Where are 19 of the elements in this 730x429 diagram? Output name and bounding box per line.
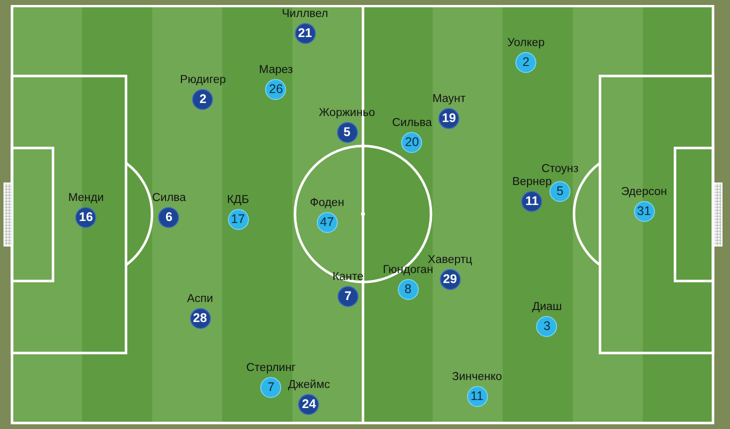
player-name: Рюдигер <box>180 74 226 87</box>
player-name: Сильва <box>392 117 432 130</box>
player-name: КДБ <box>226 194 250 207</box>
player-name: Хавертц <box>428 254 472 266</box>
player-name: Стоунз <box>541 163 579 176</box>
player-name: Стерлинг <box>246 362 296 375</box>
player-name: Фоден <box>310 197 344 210</box>
player-name: Джеймс <box>288 379 330 392</box>
player-name: Чиллвел <box>282 8 328 21</box>
player-name: Маунт <box>432 93 466 106</box>
player-name: Силва <box>152 192 186 205</box>
player-name: Уолкер <box>507 37 545 50</box>
player-name: Диаш <box>532 301 562 314</box>
player-name: Аспи <box>186 293 214 306</box>
player-name: Эдерсон <box>621 186 667 199</box>
player-name: Зинченко <box>452 371 502 384</box>
player-name: Марез <box>259 64 293 77</box>
player-name: Вернер <box>512 176 552 189</box>
player-name: Менди <box>68 192 104 205</box>
